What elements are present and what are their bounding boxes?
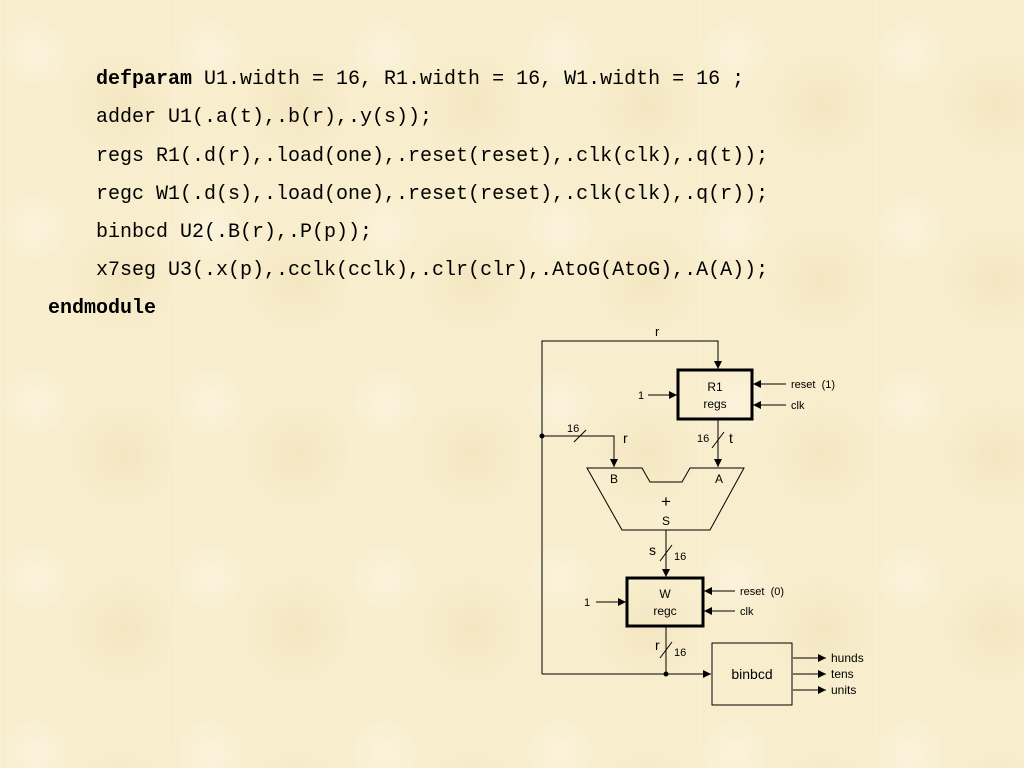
adder-input-a: A — [715, 472, 723, 486]
hunds-label: hunds — [831, 651, 864, 665]
s-bus-label: s — [649, 542, 656, 558]
t-bus-slash — [711, 431, 725, 449]
defparam-keyword: defparam — [96, 68, 193, 91]
w1-type: regc — [653, 604, 676, 618]
r-output-slash — [659, 641, 673, 659]
s-bus-width: 16 — [674, 551, 686, 563]
r-bus-slash — [573, 429, 587, 443]
binbcd-block — [711, 642, 793, 706]
r-output-width: 16 — [674, 647, 686, 659]
r1-type: regs — [703, 397, 726, 411]
code-line-x7seg: x7seg U3(.x(p),.cclk(cclk),.clr(clr),.At… — [96, 259, 769, 282]
w1-reset-label: reset (0) — [740, 586, 784, 598]
endmodule-keyword: endmodule — [48, 297, 157, 320]
r-bus-width: 16 — [567, 423, 579, 435]
r1-name: R1 — [707, 380, 723, 394]
w1-name: W — [659, 587, 671, 601]
adder-operator: + — [661, 492, 671, 511]
t-bus-width: 16 — [697, 433, 709, 445]
r1-load-value: 1 — [638, 390, 644, 402]
w1-clk-label: clk — [740, 606, 754, 618]
r1-reset-label: reset (1) — [791, 379, 835, 391]
w1-load-value: 1 — [584, 597, 590, 609]
r1-clk-label: clk — [791, 400, 805, 412]
feedback-wire — [541, 340, 722, 674]
units-label: units — [831, 683, 856, 697]
adder-input-b: B — [610, 472, 618, 486]
code-line-defparam: defparam U1.width = 16, R1.width = 16, W… — [96, 68, 744, 92]
r-bus-to-adder — [542, 435, 618, 467]
r-output-label: r — [655, 637, 660, 653]
code-line-adder: adder U1(.a(t),.b(r),.y(s)); — [96, 106, 433, 129]
code-line-regs: regs R1(.d(r),.load(one),.reset(reset),.… — [96, 145, 769, 168]
w1-register-block — [625, 576, 705, 628]
code-line-binbcd: binbcd U2(.B(r),.P(p)); — [96, 221, 373, 244]
s-bus-slash — [659, 544, 673, 562]
binbcd-label: binbcd — [731, 666, 772, 682]
r1-register-block — [676, 368, 754, 421]
defparam-text: U1.width = 16, R1.width = 16, W1.width =… — [192, 68, 745, 91]
junction-dot-bottom — [663, 671, 669, 677]
adder-output-s: S — [662, 514, 670, 528]
code-line-regc: regc W1(.d(s),.load(one),.reset(reset),.… — [96, 183, 769, 206]
t-bus-label: t — [729, 430, 733, 446]
adder-block — [586, 467, 745, 531]
top-wire-label: r — [655, 324, 660, 339]
tens-label: tens — [831, 667, 854, 681]
r-bus-label: r — [623, 430, 628, 446]
